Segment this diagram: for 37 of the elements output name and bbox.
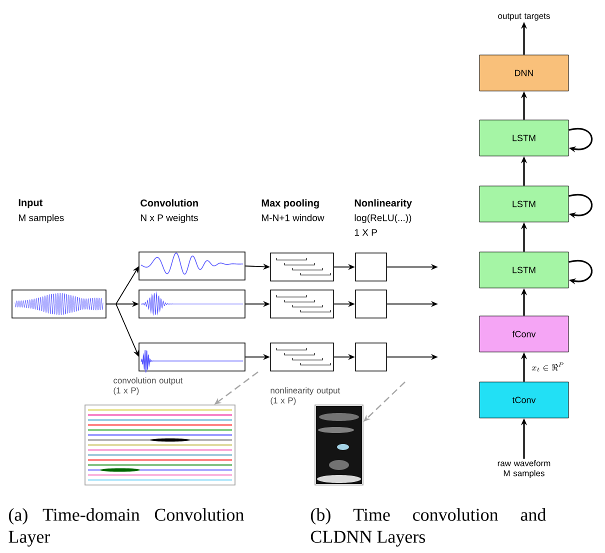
nonlinearity-box	[355, 252, 387, 282]
filter-plot	[138, 290, 246, 318]
column-subheading: log(ReLU(...))	[354, 214, 412, 224]
column-heading: Max pooling	[262, 199, 319, 209]
heatmap-image	[314, 404, 364, 486]
arrow	[568, 260, 593, 284]
column-subheading: M samples	[19, 214, 64, 224]
pooling-box	[270, 342, 334, 372]
column-subheading: 1 X P	[354, 229, 377, 236]
layer-box: tConv	[479, 382, 569, 418]
filter-plot	[138, 252, 246, 280]
pooling-box	[270, 290, 334, 318]
column-heading: Input	[18, 199, 43, 208]
arrow	[568, 128, 593, 152]
output-label: output targets	[498, 13, 550, 21]
column-subheading: M-N+1 window	[262, 214, 324, 222]
edge-label: $x_t \in \Re^P$	[532, 362, 564, 372]
pooling-box	[270, 252, 334, 282]
caption: (a) Time-domain Convolution Layer	[8, 508, 244, 547]
column-heading: Convolution	[140, 199, 198, 207]
layer-box: LSTM	[479, 252, 569, 288]
filter-plot	[138, 342, 246, 373]
column-heading: Nonlinearity	[354, 199, 412, 208]
layer-box: LSTM	[479, 120, 569, 156]
column-subheading: N x P weights	[141, 214, 198, 224]
caption-text: convolution output (1 x P)	[114, 377, 183, 396]
layer-box: LSTM	[479, 186, 569, 222]
caption: (b) Time convolution and CLDNN Layers	[310, 508, 546, 547]
caption-text: nonlinearity output (1 x P)	[270, 387, 340, 406]
waveform-plot	[12, 290, 106, 318]
input-label: raw waveform M samples	[498, 460, 550, 478]
arrow	[568, 194, 593, 218]
nonlinearity-box	[355, 342, 387, 372]
convolution-output-plot	[84, 404, 236, 486]
nonlinearity-box	[355, 290, 387, 318]
layer-box: fConv	[479, 316, 569, 352]
layer-box: DNN	[479, 54, 569, 92]
